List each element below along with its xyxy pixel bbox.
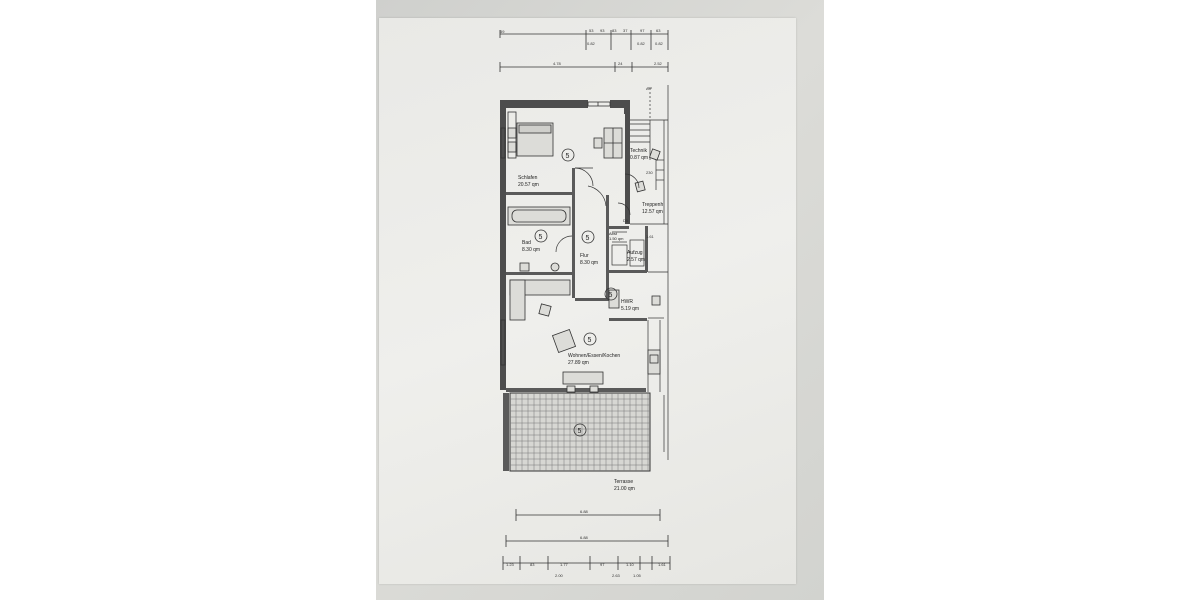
label-abst: Abst — [609, 231, 618, 236]
room-number-terrasse: 5 — [578, 428, 582, 435]
room-number-flur: 5 — [586, 235, 590, 242]
dim-sub-3: 0.82 — [655, 41, 664, 46]
bottom-dimensions — [502, 509, 671, 570]
dim-row2-2: 24 — [618, 61, 623, 66]
door-swing-bedroom — [574, 167, 594, 187]
dim-bottom-2: 6.88 — [580, 535, 589, 540]
table-chairs — [593, 127, 623, 159]
dim-top-3: 83 — [612, 28, 617, 33]
dim-bsub-1: 2.00 — [555, 573, 564, 578]
outer-walls — [500, 100, 630, 390]
label-wohnen: Wohnen/Essen/Kochen — [568, 353, 620, 359]
coffee-table — [538, 303, 552, 317]
dim-b-2: 83 — [530, 562, 535, 567]
area-aufzug: 2.57 qm — [627, 257, 645, 263]
dim-left: 59 — [500, 29, 505, 34]
label-230: 230 — [646, 170, 653, 175]
dining-table — [562, 371, 604, 393]
label-d5: D5 — [623, 218, 629, 223]
inner-walls — [506, 168, 648, 392]
label-treppenh: Treppenh — [642, 202, 663, 208]
bed — [507, 122, 554, 157]
area-bad: 8.30 qm — [522, 247, 540, 253]
label-flur: Flur — [580, 253, 589, 259]
label-schlafen: Schlafen — [518, 175, 538, 181]
kitchen-counter — [647, 349, 661, 375]
door-swing-treppenh — [617, 202, 631, 216]
dim-b-4: 97 — [600, 562, 605, 567]
label-bad: Bad — [522, 240, 531, 246]
dim-row2-3: 2.52 — [654, 61, 663, 66]
dim-row2-1: 4.78 — [553, 61, 562, 66]
area-abst: 1.50 qm — [609, 236, 624, 241]
stairs — [630, 87, 664, 190]
dim-top-4: 37 — [623, 28, 628, 33]
room-markers — [534, 148, 618, 437]
label-aufzug: Aufzug — [627, 250, 643, 256]
top-dimensions — [499, 30, 669, 72]
sofa — [509, 279, 571, 321]
room-number-hwr: 5 — [609, 292, 613, 299]
door-swing-bad — [555, 235, 573, 253]
dim-b-1: 1.23 — [506, 562, 515, 567]
area-flur: 8.30 qm — [580, 260, 598, 266]
dim-top-6: 63 — [656, 28, 661, 33]
technik-chairs — [634, 148, 661, 193]
area-terrasse: 21.00 qm — [614, 486, 635, 492]
dim-bsub-3: 1.05 — [633, 573, 642, 578]
area-treppenh: 12.57 qm — [642, 209, 663, 215]
label-161: 1.61 — [646, 234, 655, 239]
dim-top-5: 97 — [640, 28, 645, 33]
dim-b-5: 1.10 — [626, 562, 635, 567]
room-number-wohnen: 5 — [588, 337, 592, 344]
label-hwr: HWR — [621, 299, 633, 305]
label-technik: Technik — [630, 148, 647, 154]
area-technik: 0.87 qm — [630, 155, 648, 161]
dim-b-6: 1.61 — [658, 562, 667, 567]
dim-bsub-2: 2.63 — [612, 573, 621, 578]
dim-top-2: 93 — [600, 28, 605, 33]
dim-sub-1: 0.82 — [587, 41, 596, 46]
dim-sub-2: 0.82 — [637, 41, 646, 46]
label-a: A — [646, 86, 649, 91]
bathtub — [507, 206, 571, 226]
dim-b-3: 1.77 — [560, 562, 569, 567]
bath-fixtures — [519, 262, 560, 272]
dim-bottom-1: 6.88 — [580, 509, 589, 514]
windows — [500, 101, 611, 366]
label-terrasse: Terrasse — [614, 479, 633, 485]
area-schlafen: 20.57 qm — [518, 182, 539, 188]
armchair — [551, 328, 577, 354]
door-swing-flur — [587, 185, 607, 207]
terrace — [503, 392, 651, 472]
door-swing-technik — [624, 173, 640, 189]
abst-shelves — [611, 231, 628, 266]
dim-top-1: 53 — [589, 28, 594, 33]
aufzug-shaft — [629, 239, 645, 267]
area-hwr: 5.19 qm — [621, 306, 639, 312]
room-number-schlafen: 5 — [566, 153, 570, 160]
area-wohnen: 27.89 qm — [568, 360, 589, 366]
room-number-bad: 5 — [539, 234, 543, 241]
wardrobe — [507, 111, 517, 159]
